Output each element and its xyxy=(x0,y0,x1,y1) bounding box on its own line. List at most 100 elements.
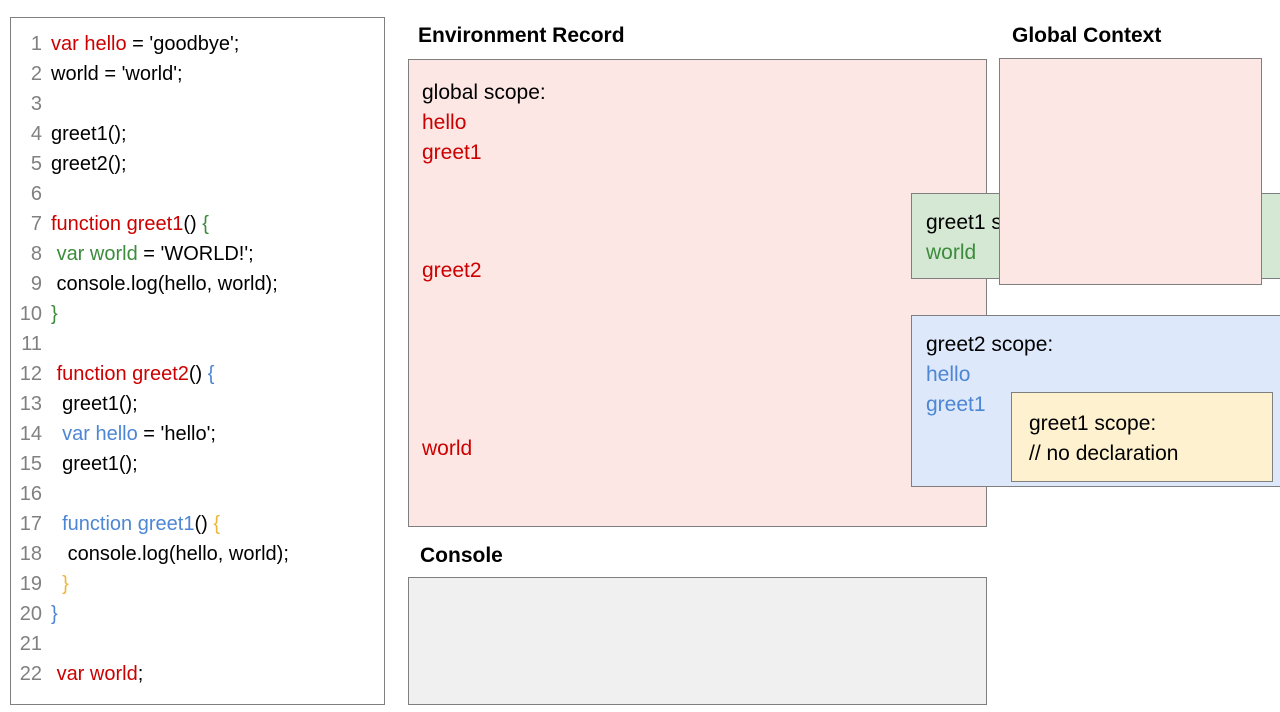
code-token xyxy=(51,423,62,445)
line-number: 2 xyxy=(30,63,42,85)
code-line: 20} xyxy=(11,599,384,629)
greet1-scope-var-world: world xyxy=(926,241,977,264)
code-token: var hello xyxy=(62,423,138,445)
code-token: function greet2 xyxy=(56,363,189,385)
code-token: = 'goodbye'; xyxy=(126,33,240,55)
greet2-scope-var-hello: hello xyxy=(926,363,971,386)
code-line: 18 console.log(hello, world); xyxy=(11,539,384,569)
code-token: console.log(hello, world); xyxy=(51,543,289,565)
line-number: 10 xyxy=(19,303,42,325)
environment-record-title: Environment Record xyxy=(418,24,625,47)
code-line: 16 xyxy=(11,479,384,509)
global-scope-var-greet1: greet1 xyxy=(422,141,482,164)
code-line: 4 greet1(); xyxy=(11,119,384,149)
line-number: 3 xyxy=(30,93,42,115)
code-line: 6 xyxy=(11,179,384,209)
line-number: 12 xyxy=(19,363,42,385)
global-scope-var-world: world xyxy=(422,437,473,460)
greet2-scope-var-greet1: greet1 xyxy=(926,393,986,416)
greet2-scope-heading: greet2 scope: xyxy=(926,333,1054,356)
code-line: 10} xyxy=(11,299,384,329)
code-line: 15 greet1(); xyxy=(11,449,384,479)
environment-record-box: global scope: hello greet1 greet2 world … xyxy=(408,59,1280,527)
code-line-text: console.log(hello, world); xyxy=(51,269,278,299)
code-line: 13 greet1(); xyxy=(11,389,384,419)
global-scope-heading: global scope: xyxy=(422,81,546,104)
line-number: 8 xyxy=(30,243,42,265)
line-number: 15 xyxy=(19,453,42,475)
line-number: 21 xyxy=(19,633,42,655)
code-line: 2 world = 'world'; xyxy=(11,59,384,89)
code-token: function greet1 xyxy=(51,213,184,235)
line-number: 19 xyxy=(19,573,42,595)
code-token: () xyxy=(183,213,203,235)
code-line: 22 var world; xyxy=(11,659,384,689)
line-number: 22 xyxy=(19,663,42,685)
code-line-text: function greet1() { xyxy=(51,209,209,239)
code-token: console.log(hello, world); xyxy=(51,273,278,295)
code-line: 9 console.log(hello, world); xyxy=(11,269,384,299)
line-number: 4 xyxy=(30,123,42,145)
code-line-text: console.log(hello, world); xyxy=(51,539,289,569)
line-number: 17 xyxy=(19,513,42,535)
line-number: 1 xyxy=(30,33,42,55)
line-number: 14 xyxy=(19,423,42,445)
code-token: var world xyxy=(56,663,138,685)
code-token: } xyxy=(51,603,58,625)
code-token: { xyxy=(213,513,221,535)
code-line-text: var hello = 'goodbye'; xyxy=(51,29,239,59)
greet1-inner-scope-heading: greet1 scope: xyxy=(1029,412,1157,435)
code-line: 5 greet2(); xyxy=(11,149,384,179)
code-line: 8 var world = 'WORLD!'; xyxy=(11,239,384,269)
code-line-text: function greet1() { xyxy=(51,509,220,539)
console-title: Console xyxy=(420,544,503,567)
code-token: } xyxy=(62,573,69,595)
line-number: 20 xyxy=(19,603,42,625)
code-token: greet1(); xyxy=(51,453,138,475)
code-token: { xyxy=(202,213,209,235)
code-line-text: } xyxy=(51,569,69,599)
line-number: 11 xyxy=(21,333,42,355)
code-token: = 'WORLD!'; xyxy=(137,243,254,265)
line-number: 18 xyxy=(19,543,42,565)
line-number: 16 xyxy=(19,483,42,505)
greet1-inner-scope-note: // no declaration xyxy=(1029,442,1179,465)
code-token: greet1(); xyxy=(51,393,138,415)
code-line-text: var world = 'WORLD!'; xyxy=(51,239,254,269)
global-context-box xyxy=(999,58,1262,285)
code-line-text: function greet2() { xyxy=(51,359,215,389)
code-token: { xyxy=(207,363,215,385)
code-line: 11 xyxy=(11,329,384,359)
code-line: 21 xyxy=(11,629,384,659)
code-token xyxy=(51,573,62,595)
code-token: var world xyxy=(56,243,138,265)
code-line-text: } xyxy=(51,599,58,629)
code-token: var hello xyxy=(51,33,127,55)
code-token: greet1(); xyxy=(51,123,127,145)
code-line: 17 function greet1() { xyxy=(11,509,384,539)
code-line-list: 1 var hello = 'goodbye'; 2 world = 'world';… xyxy=(11,29,384,689)
console-output-box[interactable] xyxy=(408,577,987,705)
code-line-text: world = 'world'; xyxy=(51,59,183,89)
code-line: 19 } xyxy=(11,569,384,599)
code-token: greet2(); xyxy=(51,153,127,175)
line-number: 9 xyxy=(30,273,42,295)
code-line: 1 var hello = 'goodbye'; xyxy=(11,29,384,59)
line-number: 5 xyxy=(30,153,42,175)
line-number: 6 xyxy=(30,183,42,205)
code-token: } xyxy=(51,303,58,325)
code-panel[interactable]: 1 var hello = 'goodbye'; 2 world = 'world';… xyxy=(10,17,385,705)
code-token: world = 'world'; xyxy=(51,63,183,85)
greet1-inner-scope-box: greet1 scope: // no declaration xyxy=(1011,392,1273,482)
code-line-text: var world; xyxy=(51,659,144,689)
code-line-text: greet1(); xyxy=(51,119,127,149)
code-token: function greet1 xyxy=(62,513,195,535)
code-token xyxy=(51,513,62,535)
code-line: 3 xyxy=(11,89,384,119)
global-scope-var-hello: hello xyxy=(422,111,467,134)
code-line-text: } xyxy=(51,299,58,329)
code-line-text: var hello = 'hello'; xyxy=(51,419,216,449)
global-context-title: Global Context xyxy=(1012,24,1162,47)
greet2-scope-box: greet2 scope: hello greet1 greet1 scope:… xyxy=(911,315,1280,487)
